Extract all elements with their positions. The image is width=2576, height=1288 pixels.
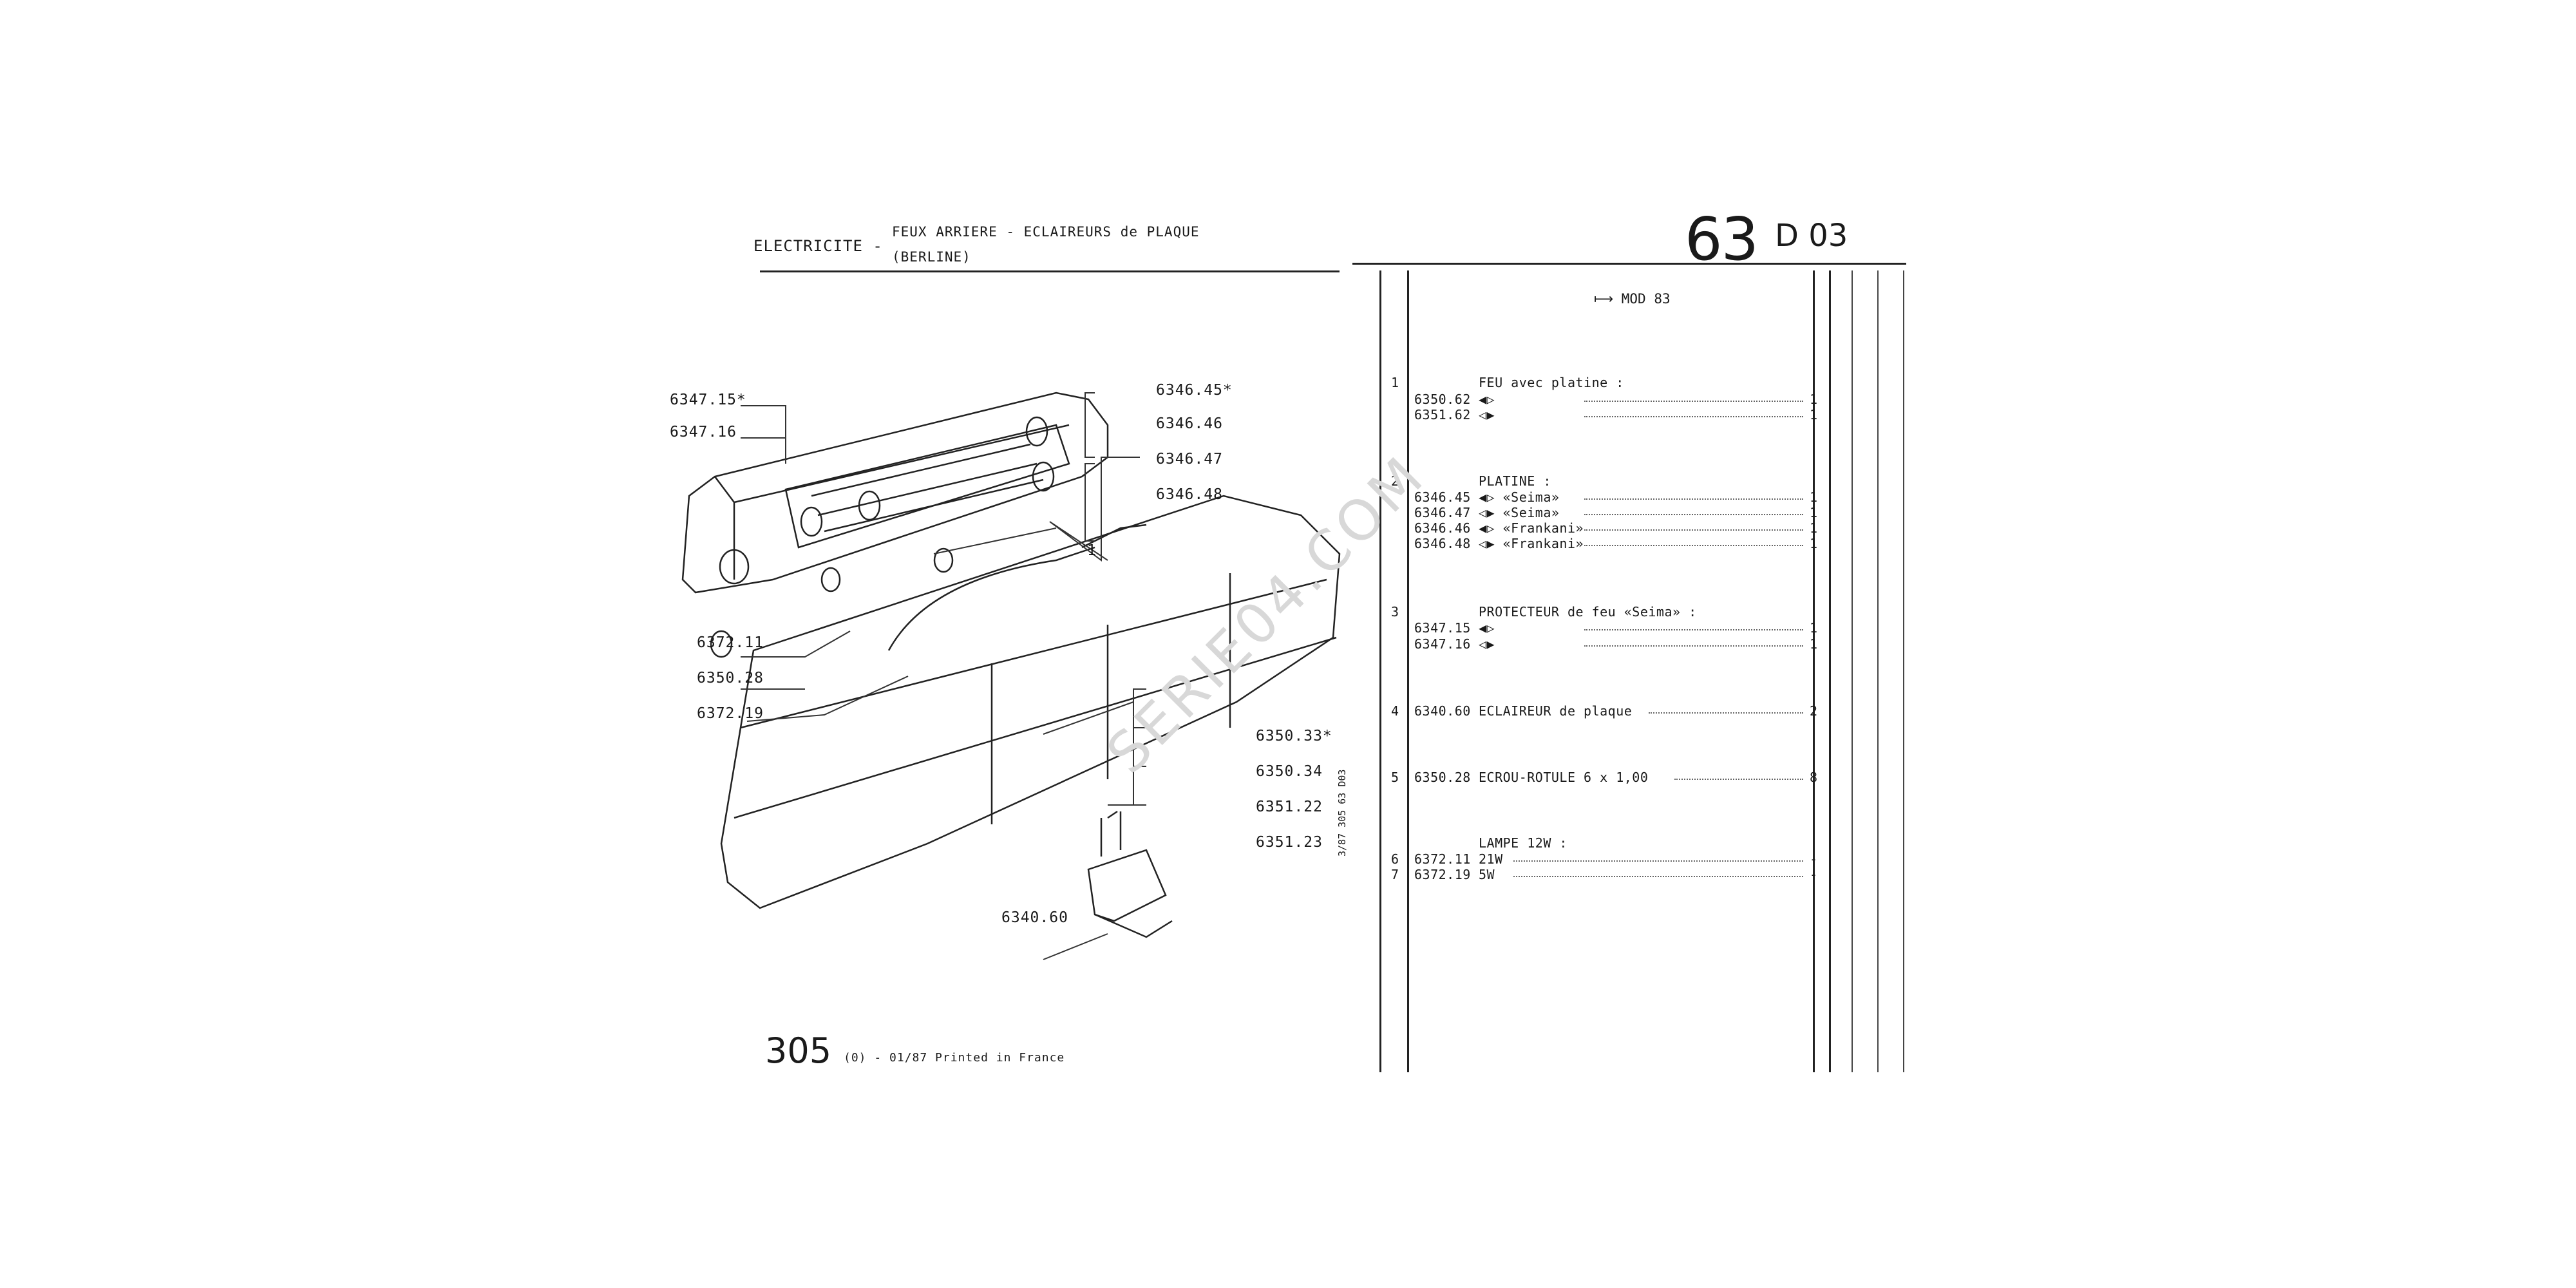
table-rule-3 xyxy=(1813,270,1815,1072)
ref-635033: 6350.33* xyxy=(1256,728,1332,744)
ref-634716: 6347.16 xyxy=(670,424,737,440)
table-rule-4 xyxy=(1829,270,1831,1072)
side-reference-code: 3/87 305 63 D03 xyxy=(1336,769,1348,857)
housing-inner xyxy=(887,546,1095,651)
bulb-5w xyxy=(820,567,841,592)
lamp-platine xyxy=(784,424,1070,549)
group-number: 63 xyxy=(1685,205,1759,274)
ref-634646: 6346.46 xyxy=(1156,415,1223,432)
leader-platine xyxy=(1049,457,1140,562)
bulb-4 xyxy=(1032,461,1055,492)
bulb-2 xyxy=(858,490,881,521)
sub-group: D 03 xyxy=(1775,218,1848,254)
table-rule-7 xyxy=(1903,270,1904,1072)
arrow-right-icon: ⟼ xyxy=(1594,291,1622,307)
lens-divider-1 xyxy=(740,578,1327,729)
ref-637219: 6372.19 xyxy=(697,705,764,722)
page-title-line2: (BERLINE) xyxy=(892,249,971,265)
table-rule-6 xyxy=(1877,270,1879,1072)
bulb-3 xyxy=(1025,416,1048,447)
lamp-lens-outline xyxy=(720,495,1341,909)
ref-634647: 6346.47 xyxy=(1156,451,1223,468)
ref-634645: 6346.45* xyxy=(1156,382,1233,399)
table-rule-1 xyxy=(1379,270,1381,1072)
table-rule-5 xyxy=(1852,270,1853,1072)
printed-note: (0) - 01/87 Printed in France xyxy=(844,1051,1065,1065)
plate-lamp-connector xyxy=(1100,810,1122,857)
bulb-1 xyxy=(800,506,823,537)
bracket-platine xyxy=(1084,392,1095,542)
ref-637211: 6372.11 xyxy=(697,634,764,651)
leader-637211 xyxy=(741,630,851,658)
ref-634715: 6347.15* xyxy=(670,392,746,408)
tail-light-diagram xyxy=(681,392,1341,960)
section-title: ELECTRICITE - xyxy=(753,237,883,255)
page-title-line1: FEUX ARRIERE - ECLAIREURS de PLAQUE xyxy=(892,224,1200,240)
table-rule-2 xyxy=(1407,270,1409,1072)
leader-635033 xyxy=(1108,688,1146,806)
ref-635028: 6350.28 xyxy=(697,670,764,687)
leader-lens xyxy=(1043,701,1134,735)
bulb-small xyxy=(933,547,954,573)
ref-634060: 6340.60 xyxy=(1001,909,1068,926)
plate-lamp-body xyxy=(1087,849,1167,922)
header-rule-left xyxy=(760,270,1340,272)
ref-635123: 6351.23 xyxy=(1256,834,1323,851)
leader-634715 xyxy=(741,405,786,464)
lens-divider-2 xyxy=(734,636,1337,819)
page-number: 305 xyxy=(765,1030,832,1071)
ref-635122: 6351.22 xyxy=(1256,799,1323,815)
leader-callout-1 xyxy=(933,527,1057,554)
bulb-21w xyxy=(719,549,750,585)
header-rule-right xyxy=(1352,263,1906,265)
platine-circuit xyxy=(811,443,1044,533)
leader-637219 xyxy=(746,676,909,722)
ref-635034: 6350.34 xyxy=(1256,763,1323,780)
plate-lamp-base xyxy=(1094,913,1173,938)
lens-sections xyxy=(990,573,1231,824)
callout-1: 1 xyxy=(1087,542,1097,559)
model-label: ⟼ MOD 83 xyxy=(1594,291,1671,307)
ref-634648: 6346.48 xyxy=(1156,486,1223,503)
nut-rotule xyxy=(710,630,733,658)
leader-634060 xyxy=(1043,933,1108,960)
